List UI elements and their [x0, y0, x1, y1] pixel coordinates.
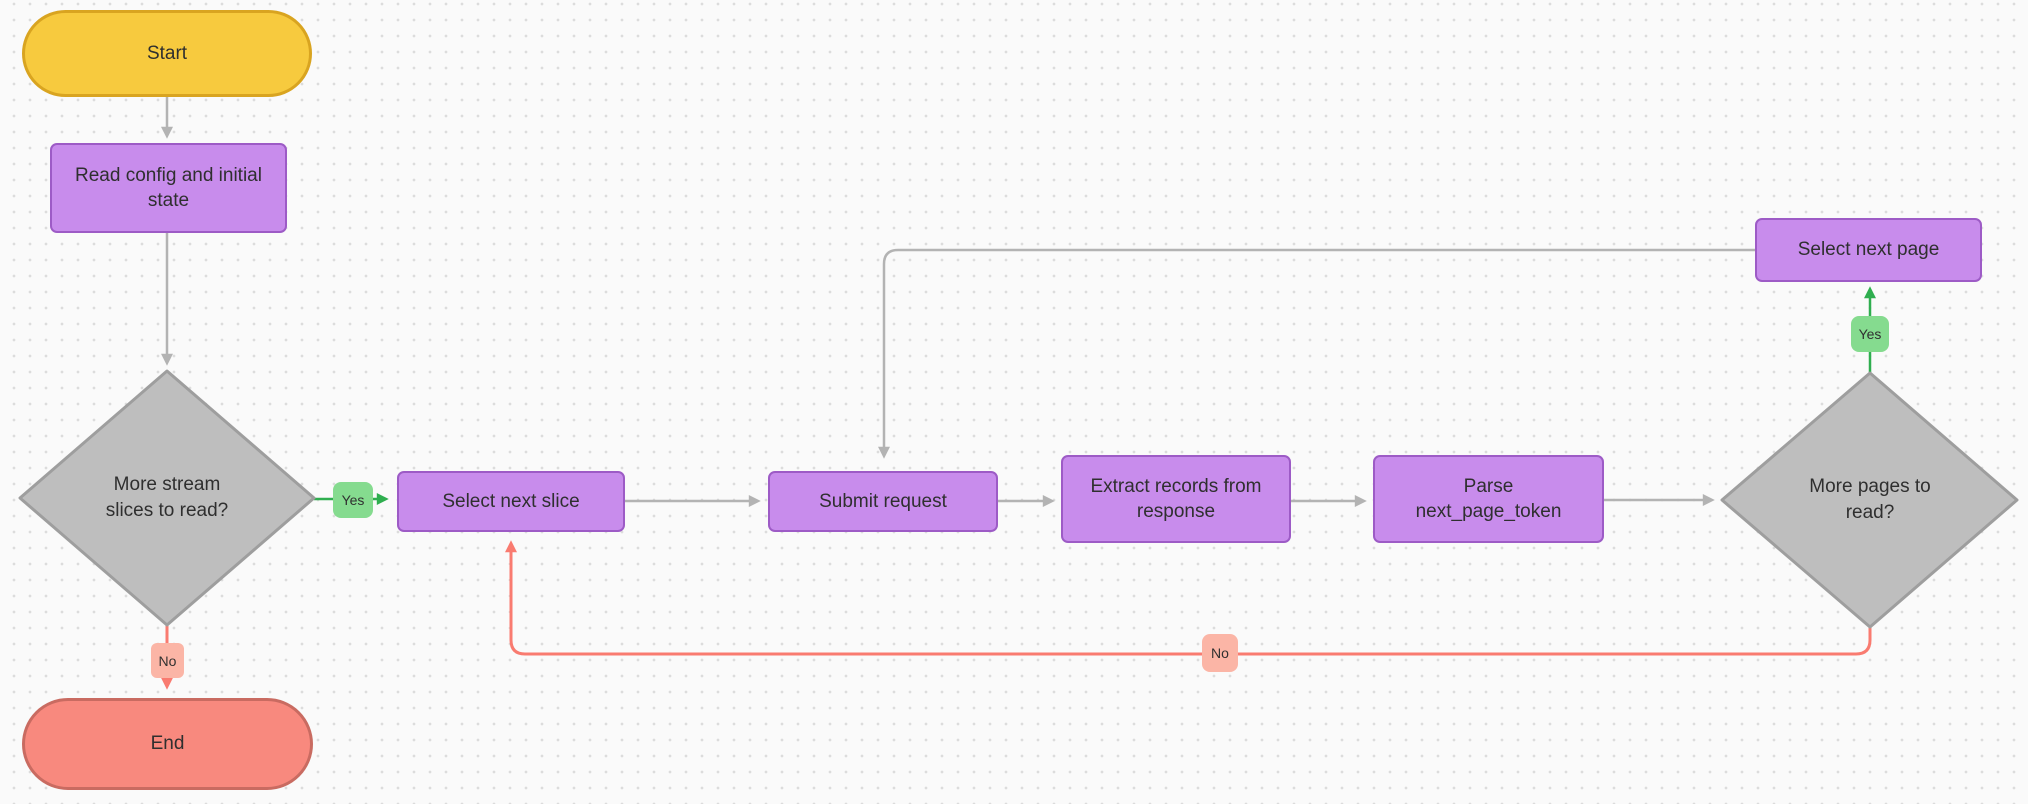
node-start[interactable]: Start: [22, 10, 312, 97]
node-end[interactable]: End: [22, 698, 313, 790]
node-read-config[interactable]: Read config and initial state: [50, 143, 287, 233]
node-submit-request[interactable]: Submit request: [768, 471, 998, 532]
edge-label-yes-pages[interactable]: Yes: [1851, 316, 1889, 352]
node-select-next-page[interactable]: Select next page: [1755, 218, 1982, 282]
edge-label-no-pages[interactable]: No: [1202, 634, 1238, 672]
node-parse-next-page-token[interactable]: Parse next_page_token: [1373, 455, 1604, 543]
edge-more-pages-no-to-select-next-slice: [505, 540, 1872, 656]
node-extract-records[interactable]: Extract records from response: [1061, 455, 1291, 543]
decision-more-stream-slices[interactable]: [18, 369, 316, 627]
edge-label-no-slices[interactable]: No: [151, 643, 184, 678]
edge-select-next-page-to-submit-request: [878, 248, 1755, 459]
node-select-next-slice[interactable]: Select next slice: [397, 471, 625, 532]
decision-more-pages[interactable]: [1720, 371, 2019, 629]
edge-label-yes-slices[interactable]: Yes: [333, 482, 373, 518]
